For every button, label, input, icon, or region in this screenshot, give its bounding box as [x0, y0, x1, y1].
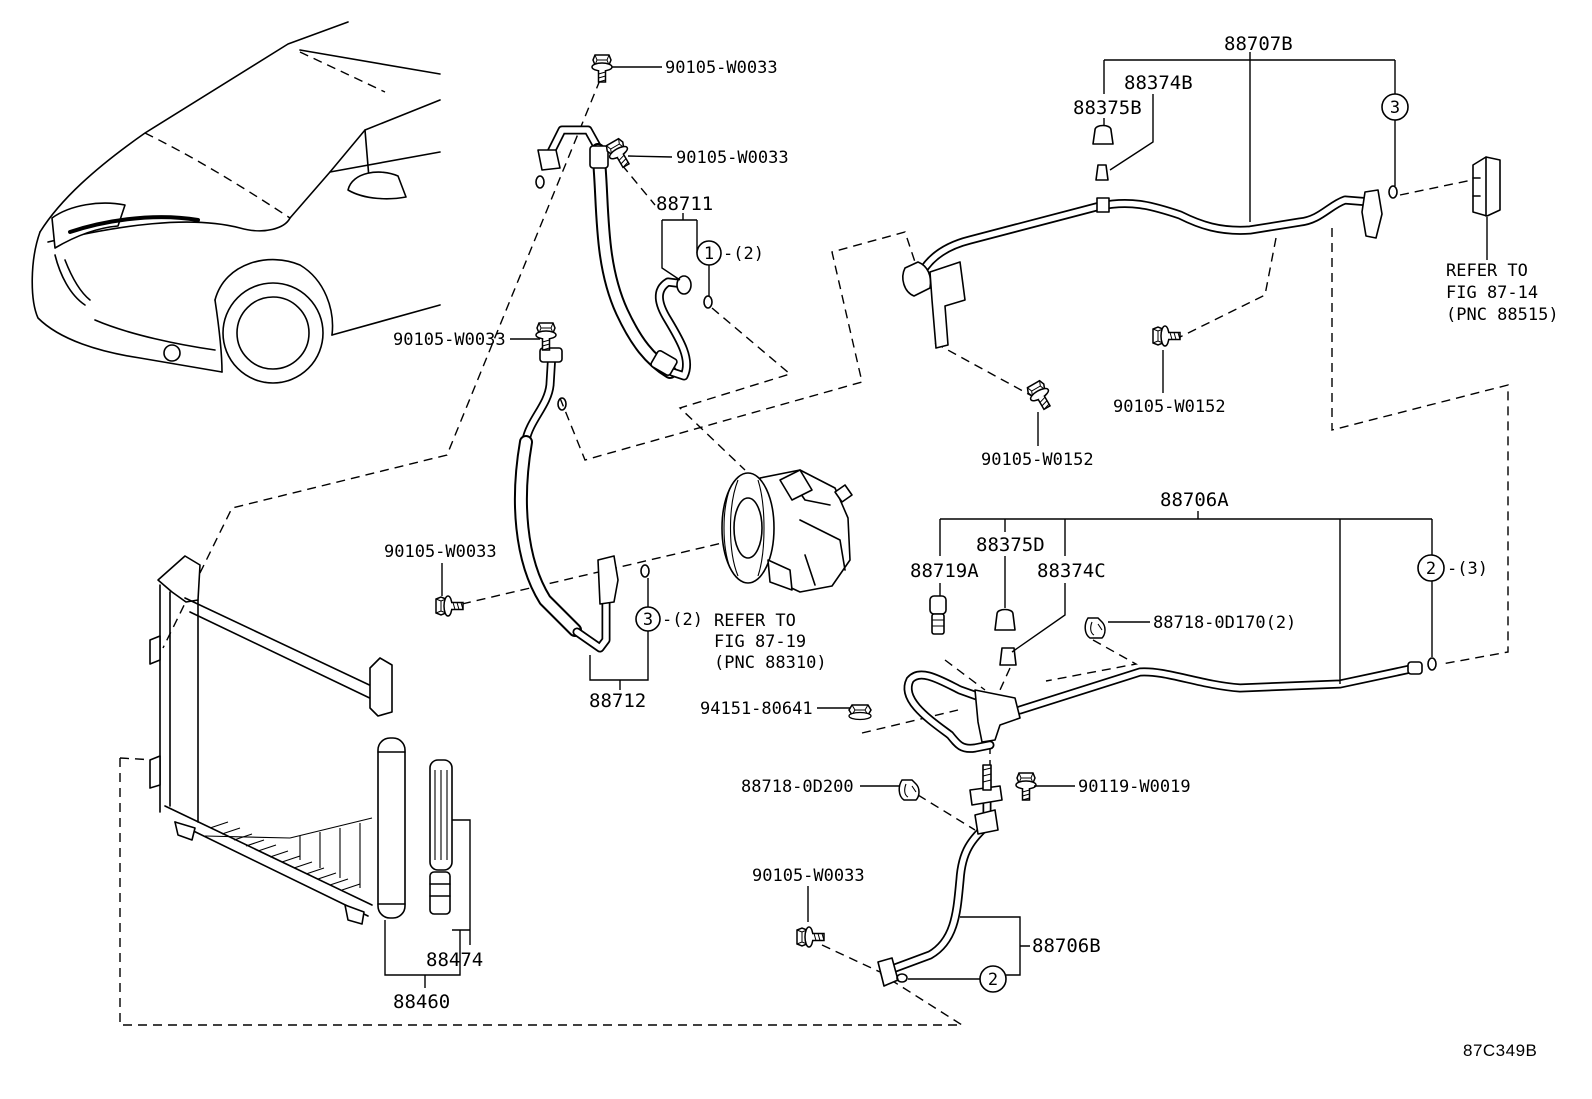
- callout-label: 88375D: [976, 534, 1045, 556]
- callout-label: 88706B: [1032, 935, 1101, 957]
- callout-label: 88711: [656, 193, 713, 215]
- wheel-icon: [222, 282, 324, 384]
- compressor-illustration: [721, 469, 853, 593]
- valve-cap-icon: [1092, 124, 1114, 145]
- callout-label: 88712: [589, 690, 646, 712]
- o-ring-icon: [1388, 185, 1398, 199]
- valve-core-icon: [1095, 164, 1109, 181]
- figure-id: 87C349B: [1463, 1041, 1537, 1060]
- o-ring-icon: [896, 973, 908, 983]
- callout-label: 94151-80641: [700, 699, 813, 719]
- refer-text: REFER TO: [714, 611, 796, 631]
- callout-labels: 90105-W0033 90105-W0033 88711 -(2) 90105…: [384, 33, 1559, 1060]
- o-rings: [535, 175, 1437, 983]
- bolt-icon: [1015, 772, 1037, 801]
- refer-text: (PNC 88310): [714, 653, 827, 673]
- callout-label: 90105-W0033: [393, 330, 506, 350]
- callout-label: 88374B: [1124, 72, 1193, 94]
- ref-circle-3: 3: [643, 610, 653, 630]
- mirror-icon: [347, 171, 407, 200]
- callout-label: 90105-W0033: [384, 542, 497, 562]
- callout-label: 88707B: [1224, 33, 1293, 55]
- o-ring-icon: [1427, 657, 1437, 671]
- callout-label: 90105-W0152: [1113, 397, 1226, 417]
- valve-cap-icon: [994, 608, 1016, 631]
- pulley-icon: [721, 472, 775, 584]
- tube-88706A: [903, 595, 1423, 753]
- o-ring-icon: [703, 295, 713, 309]
- callout-label: 88718-0D200: [741, 777, 854, 797]
- leader-lines: [384, 52, 1488, 988]
- ref-circle-2: 2: [1426, 559, 1436, 579]
- ref-circle-3: 3: [1390, 98, 1400, 118]
- ref-circle-2: 2: [988, 970, 998, 990]
- bolt-icon: [1024, 378, 1057, 414]
- suction-hose-88711: [537, 125, 692, 381]
- quantity-label: -(3): [1447, 559, 1488, 579]
- circled-refs: 1 3 3 2 2: [635, 93, 1445, 993]
- callout-label: 88374C: [1037, 560, 1106, 582]
- o-ring-icon: [640, 564, 650, 578]
- foglamp-icon: [163, 344, 181, 362]
- clamp-icon: [898, 779, 920, 801]
- bolt-icon: [591, 54, 613, 83]
- ref-circle-1: 1: [704, 244, 714, 264]
- condenser-illustration: [149, 555, 453, 925]
- bolt-icon: [435, 595, 464, 617]
- discharge-hose-88712: [513, 347, 619, 653]
- callout-label: 88474: [426, 949, 483, 971]
- o-ring-icon: [535, 175, 545, 189]
- receiver-cylinder: [377, 737, 406, 919]
- callout-label: 88375B: [1073, 97, 1142, 119]
- callout-label: 88706A: [1160, 489, 1229, 511]
- callout-label: 88718-0D170(2): [1153, 613, 1296, 633]
- tube-88707B: [902, 124, 1383, 349]
- vehicle-illustration: [31, 21, 441, 384]
- quantity-label: -(2): [662, 610, 703, 630]
- clamp-icon: [1084, 617, 1106, 639]
- callout-label: 90105-W0033: [752, 866, 865, 886]
- callout-label: 90105-W0152: [981, 450, 1094, 470]
- callout-label: 88460: [393, 991, 450, 1013]
- refer-text: (PNC 88515): [1446, 305, 1559, 325]
- callout-label: 90105-W0033: [676, 148, 789, 168]
- pressure-switch-icon: [929, 595, 947, 615]
- valve-core-icon: [999, 647, 1017, 666]
- refer-text: REFER TO: [1446, 261, 1528, 281]
- o-ring-icon: [557, 397, 567, 411]
- tube-88706B: [877, 764, 1003, 987]
- bolt-icon: [1152, 325, 1181, 347]
- expansion-valve: [1472, 156, 1501, 217]
- callout-label: 90119-W0019: [1078, 777, 1191, 797]
- nut-icon: [848, 704, 872, 721]
- bolt-icon: [535, 322, 557, 351]
- callout-label: 90105-W0033: [665, 58, 778, 78]
- refer-text: FIG 87-19: [714, 632, 806, 652]
- callout-label: 88719A: [910, 560, 979, 582]
- bolt-icon: [796, 926, 825, 948]
- quantity-label: -(2): [723, 244, 764, 264]
- refer-text: FIG 87-14: [1446, 283, 1538, 303]
